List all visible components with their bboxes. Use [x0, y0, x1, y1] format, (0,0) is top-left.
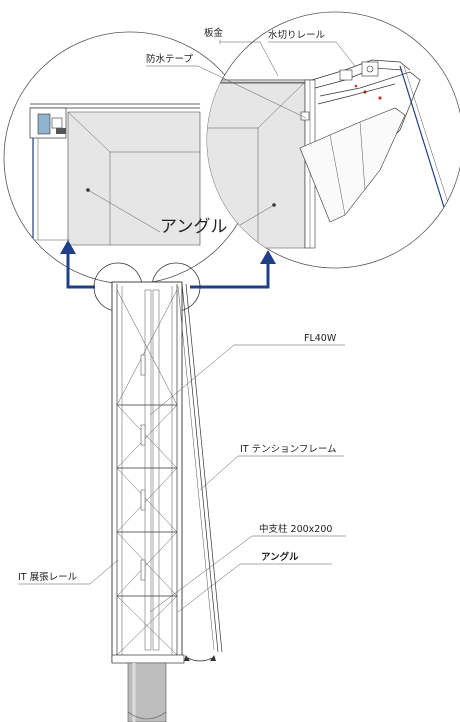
center-pillar-label: 中支柱 200x200: [259, 523, 332, 535]
left-detail-circle: [3, 31, 257, 285]
sheet-metal-label: 板金: [204, 27, 224, 39]
right-detail-circle: [206, 11, 460, 269]
main-frame-assembly: [93, 262, 223, 722]
water-cut-rail-label: 水切りレール: [268, 29, 326, 41]
angle-main-label: アングル: [261, 551, 299, 563]
it-expansion-rail-label: IT 展張レール: [18, 572, 78, 583]
fl40w-label: FL40W: [304, 333, 337, 344]
angle-detail-label: アングル: [160, 217, 227, 237]
it-tension-frame-label: IT テンションフレーム: [240, 444, 337, 455]
waterproof-tape-label: 防水テープ: [146, 53, 193, 65]
detail-arrows: [60, 240, 276, 289]
